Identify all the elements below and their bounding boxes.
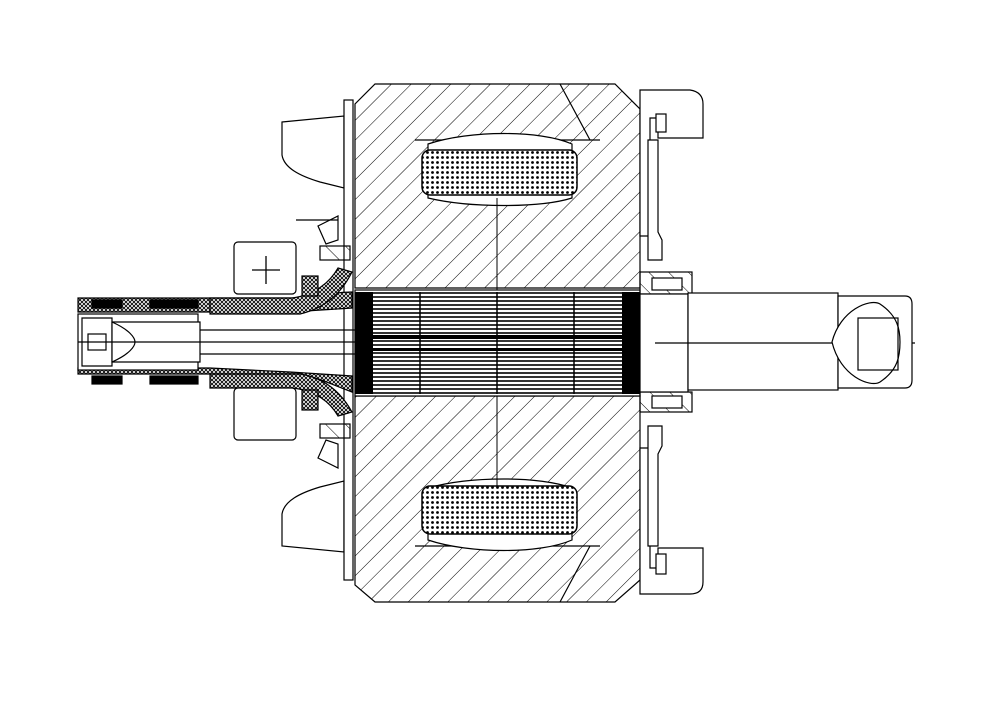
brush-holder-bottom <box>233 387 297 441</box>
left-retainers <box>296 215 339 469</box>
field-winding-top <box>421 132 578 207</box>
right-bearing <box>639 271 693 413</box>
left-fan <box>281 99 354 581</box>
shaft-right <box>639 292 915 393</box>
core-lamination <box>354 289 641 397</box>
left-slip-ring-assembly <box>77 245 355 439</box>
brush-holder-top <box>233 241 297 295</box>
field-winding-bottom <box>421 478 578 552</box>
plus-mark-icon <box>252 256 280 284</box>
right-end-plate <box>639 89 704 595</box>
